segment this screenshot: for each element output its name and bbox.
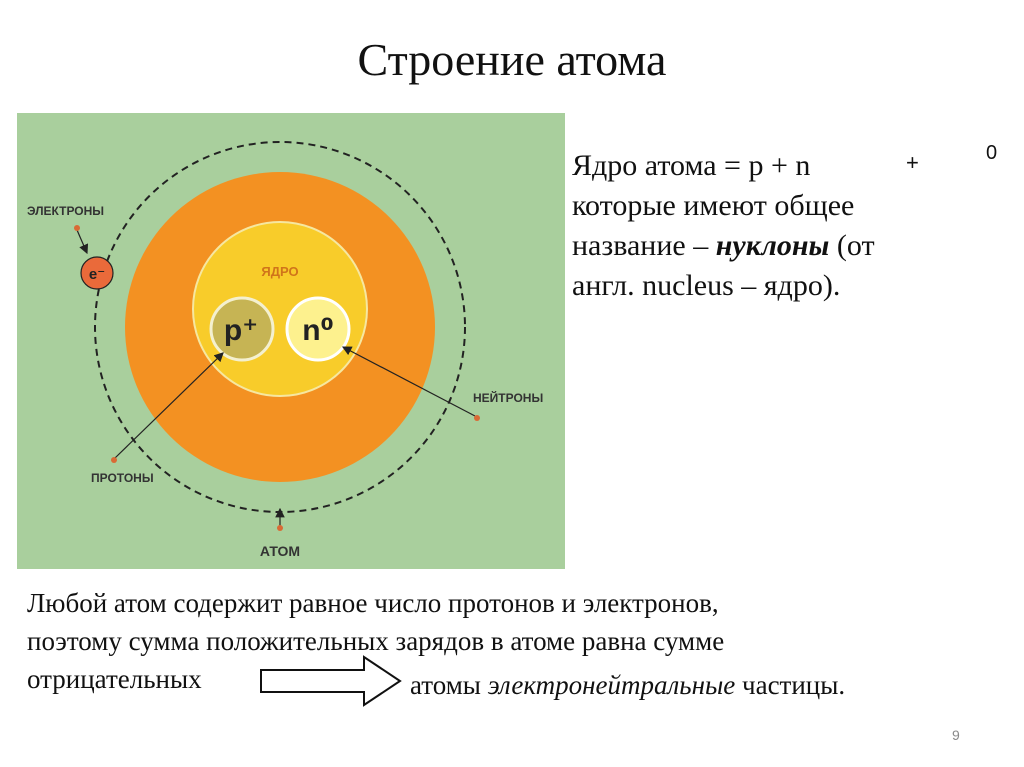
neutron-circle [285, 296, 351, 362]
proton-symbol: p⁺ [224, 314, 258, 347]
slide-title: Строение атома [357, 34, 667, 85]
charge-explanation: Любой атом содержит равное число протоно… [27, 584, 1007, 698]
description-line-3-pre: название – [572, 229, 716, 262]
protons-pointer [114, 352, 224, 459]
proton-circle [209, 296, 275, 362]
nucleus-description: Ядро атома = p + n которые имеют общее н… [572, 146, 1012, 306]
electrons-label: ЭЛЕКТРОНЫ [27, 204, 104, 218]
description-line-3: название – нуклоны (от [572, 226, 1012, 266]
atom-pointer-dot [277, 525, 283, 531]
electroneutral-term: электронейтральные [487, 670, 736, 700]
implication-arrow [260, 655, 402, 707]
explanation-line-3: отрицательных [27, 664, 202, 694]
nucleons-term: нуклоны [715, 229, 830, 262]
proton-charge-mark: + [906, 150, 919, 175]
neutrons-pointer [341, 346, 476, 417]
electrons-pointer-dot [74, 225, 80, 231]
implication-arrow-shape [260, 655, 402, 707]
conclusion-post: частицы. [735, 670, 846, 700]
neutrons-pointer-dot [474, 415, 480, 421]
page-number: 9 [952, 727, 960, 743]
description-line-3-post: (от [829, 229, 875, 262]
atom-label: АТОМ [260, 543, 300, 559]
atom-diagram-svg: ЯДРО p⁺ n⁰ e⁻ ЭЛЕКТРОНЫ ПРОТОНЫ НЕЙТРОНЫ… [17, 113, 565, 569]
description-line-2: которые имеют общее [572, 189, 855, 222]
nucleus-label: ЯДРО [261, 264, 298, 279]
conclusion-text: атомы электронейтральные частицы. [410, 667, 845, 703]
protons-label: ПРОТОНЫ [91, 471, 154, 485]
explanation-line-1: Любой атом содержит равное число протоно… [27, 588, 719, 618]
neutrons-label: НЕЙТРОНЫ [473, 390, 543, 405]
electron-circle [80, 256, 114, 290]
conclusion-pre: атомы [410, 670, 488, 700]
description-line-1: Ядро атома = p + n [572, 149, 811, 182]
protons-pointer-dot [111, 457, 117, 463]
description-line-4: англ. nucleus – ядро). [572, 269, 841, 302]
atom-diagram: ЯДРО p⁺ n⁰ e⁻ ЭЛЕКТРОНЫ ПРОТОНЫ НЕЙТРОНЫ… [17, 113, 565, 569]
neutron-charge-mark: 0 [986, 142, 998, 164]
neutron-symbol: n⁰ [302, 314, 333, 347]
explanation-line-2: поэтому сумма положительных зарядов в ат… [27, 626, 725, 656]
electron-symbol: e⁻ [89, 266, 105, 283]
electrons-pointer [76, 229, 89, 255]
